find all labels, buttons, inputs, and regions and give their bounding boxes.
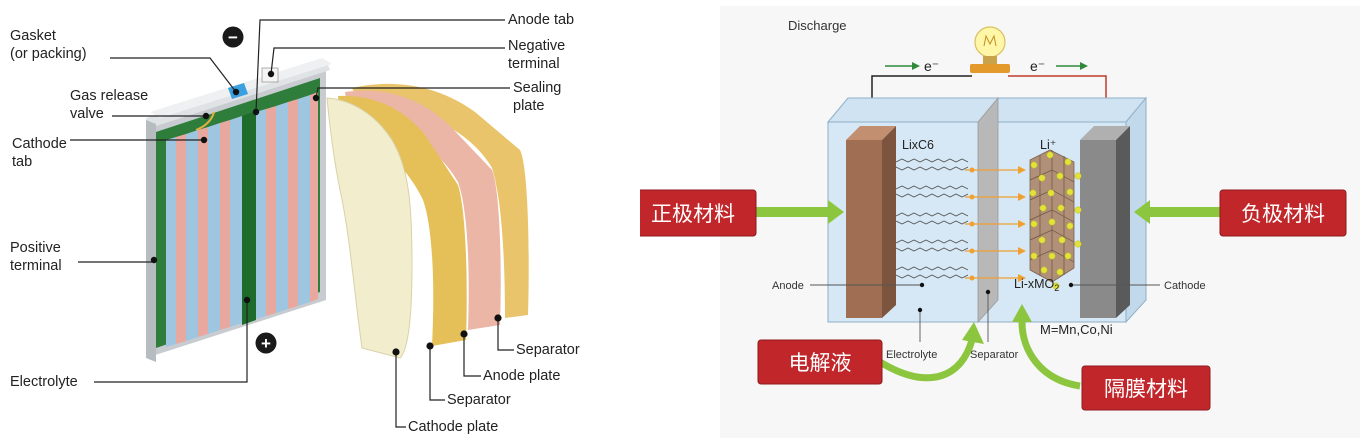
callout-separator-material: 隔膜材料 (1081, 365, 1211, 411)
discharge-title: Discharge (788, 18, 847, 33)
li-xmo2-main: Li-xMO (1014, 277, 1055, 291)
discharge-diagram: Discharge e⁻ e⁻ (640, 0, 1371, 444)
plus-sign: + (261, 334, 271, 353)
li-ion-label: Li⁺ (1040, 138, 1056, 152)
plus-symbol: + (255, 332, 277, 354)
label-negative-terminal-line2: terminal (508, 56, 560, 72)
cathode-label: Cathode (1164, 280, 1206, 292)
electron-label-left: e⁻ (924, 58, 939, 74)
graphite-layers (895, 158, 969, 279)
callout-electrolyte-text: 电解液 (789, 352, 852, 375)
label-gas-release-valve-line1: Gas release (70, 88, 148, 104)
cathode-electrode (1080, 126, 1130, 318)
arrow-positive-material (756, 200, 844, 224)
separator-membrane (977, 96, 999, 324)
label-separator-2: Separator (447, 392, 511, 408)
label-positive-terminal-line2: terminal (10, 258, 62, 274)
label-electrolyte: Electrolyte (10, 374, 78, 390)
metal-formula: M=Mn,Co,Ni (1040, 322, 1113, 337)
electrolyte-label: Electrolyte (886, 349, 937, 361)
minus-symbol: − (222, 26, 244, 48)
callout-separator-material-text: 隔膜材料 (1104, 378, 1188, 401)
anode-plate-sheet (345, 90, 501, 331)
unrolled-plates (326, 83, 529, 359)
cell-structure-diagram: − + Gasket (or packing) Gas release valv… (10, 12, 580, 435)
label-anode-plate: Anode plate (483, 368, 560, 384)
separator-sheet-outer (352, 83, 529, 318)
label-gas-release-valve-line2: valve (70, 106, 104, 122)
li-xmo2-subscript: 2 (1054, 283, 1059, 293)
cell-case (146, 58, 332, 362)
callout-positive-material: 正极材料 (640, 189, 757, 237)
callout-negative-material: 负极材料 (1219, 189, 1347, 237)
label-cathode-plate: Cathode plate (408, 419, 498, 435)
ion-arrows (965, 166, 1026, 282)
arrow-negative-material (1134, 200, 1220, 224)
label-positive-terminal-line1: Positive (10, 240, 61, 256)
li-xmo2-label: Li-xMO2 (1014, 277, 1059, 293)
callout-electrolyte: 电解液 (757, 339, 883, 385)
anode-electrode (846, 126, 896, 318)
label-sealing-plate-line1: Sealing (513, 80, 561, 96)
anode-label: Anode (772, 280, 804, 292)
separator-label: Separator (970, 349, 1019, 361)
electron-label-right: e⁻ (1030, 58, 1045, 74)
separator-sheet-inner (338, 95, 467, 346)
label-cathode-tab-line1: Cathode (12, 136, 67, 152)
lixc6-label: LixC6 (902, 138, 934, 152)
arrow-separator-curve (1012, 304, 1081, 390)
light-bulb-icon (970, 26, 1010, 73)
label-separator-1: Separator (516, 342, 580, 358)
minus-sign: − (228, 28, 238, 47)
label-negative-terminal-line1: Negative (508, 38, 565, 54)
callout-positive-material-text: 正极材料 (651, 203, 735, 226)
metal-oxide-crystal (1029, 149, 1082, 290)
label-anode-tab: Anode tab (508, 12, 574, 28)
label-cathode-tab-line2: tab (12, 154, 32, 170)
arrow-electrolyte-curve (878, 322, 984, 382)
callout-negative-material-text: 负极材料 (1241, 203, 1325, 226)
label-gasket-line1: Gasket (10, 28, 56, 44)
label-sealing-plate-line2: plate (513, 98, 544, 114)
label-gasket-line2: (or packing) (10, 46, 87, 62)
cathode-plate-sheet (326, 97, 413, 359)
